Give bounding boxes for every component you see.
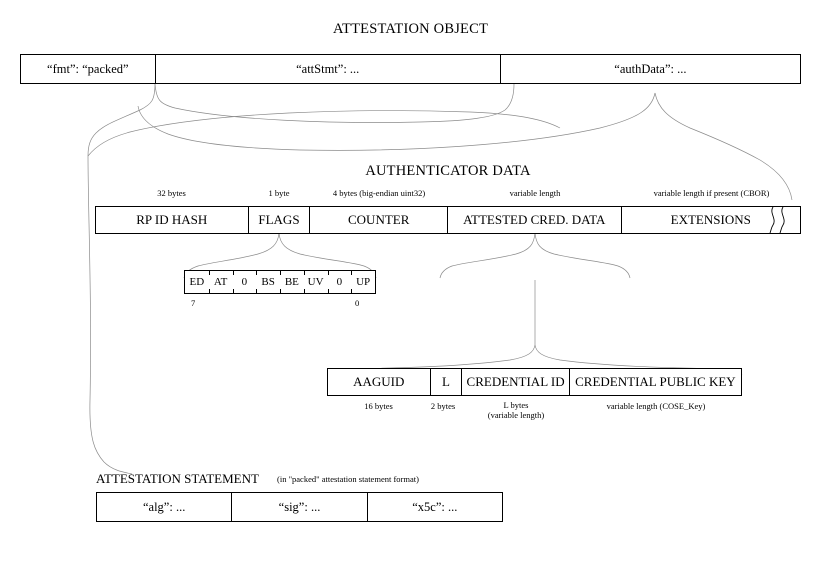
field-label: RP ID HASH	[136, 212, 208, 227]
authenticator-data-title: AUTHENTICATOR DATA	[365, 163, 531, 179]
field-label: “sig”: ...	[278, 499, 321, 514]
attested-credential-data-size-aaguid: 16 bytes	[364, 401, 393, 411]
field-label: L	[441, 374, 450, 389]
attestation-statement-row: “alg”: ... “sig”: ... “x5c”: ...	[96, 492, 503, 522]
flag-label: 0	[336, 276, 343, 288]
attested-credential-data-row: AAGUID L CREDENTIAL ID CREDENTIAL PUBLIC…	[327, 368, 742, 396]
attested-credential-data-size-credential-public-key: variable length (COSE_Key)	[606, 401, 706, 411]
flag-bit-at[interactable]: AT	[208, 271, 233, 293]
attestation-object-field-authdata[interactable]: “authData”: ...	[501, 55, 800, 83]
flag-bit-be[interactable]: BE	[280, 271, 304, 293]
attestation-object-row: “fmt”: “packed” “attStmt”: ... “authData…	[20, 54, 801, 84]
authenticator-data-field-extensions[interactable]: EXTENSIONS	[622, 207, 800, 233]
authenticator-data-size-flags: 1 byte	[268, 188, 290, 198]
size-line-2: (variable length)	[487, 409, 545, 420]
field-label: EXTENSIONS	[670, 212, 751, 227]
flag-label: ED	[189, 276, 205, 288]
field-label: CREDENTIAL ID	[466, 374, 565, 389]
flag-label: BE	[284, 276, 299, 288]
attestation-statement-field-sig[interactable]: “sig”: ...	[232, 493, 368, 521]
field-label: “x5c”: ...	[412, 499, 458, 514]
flag-label: 0	[241, 276, 248, 288]
authenticator-data-field-attested-cred-data[interactable]: ATTESTED CRED. DATA	[448, 207, 622, 233]
field-label: COUNTER	[348, 212, 410, 227]
flag-bit-ed[interactable]: ED	[185, 271, 209, 293]
field-label: ATTESTED CRED. DATA	[463, 212, 606, 227]
authenticator-data-size-counter: 4 bytes (big-endian uint32)	[332, 188, 426, 198]
field-label: CREDENTIAL PUBLIC KEY	[575, 374, 736, 389]
attestation-statement-field-x5c[interactable]: “x5c”: ...	[368, 493, 502, 521]
authenticator-data-field-flags[interactable]: FLAGS	[249, 207, 311, 233]
attestation-object-field-attstmt[interactable]: “attStmt”: ...	[156, 55, 501, 83]
authenticator-data-row: RP ID HASH FLAGS COUNTER ATTESTED CRED. …	[95, 206, 801, 234]
attested-credential-data-field-credential-id[interactable]: CREDENTIAL ID	[462, 369, 570, 395]
field-label: “fmt”: “packed”	[47, 61, 129, 76]
flag-bit-uv[interactable]: UV	[303, 271, 328, 293]
field-label: FLAGS	[258, 212, 300, 227]
attested-credential-data-field-credential-public-key[interactable]: CREDENTIAL PUBLIC KEY	[570, 369, 741, 395]
diagram-title: ATTESTATION OBJECT	[332, 21, 489, 37]
flags-byte-row: ED AT 0 BS BE UV 0 UP	[184, 270, 376, 294]
authenticator-data-field-rp-id-hash[interactable]: RP ID HASH	[96, 207, 249, 233]
flag-bit-rfu1[interactable]: 0	[327, 271, 352, 293]
field-label: AAGUID	[353, 374, 405, 389]
field-label: “authData”: ...	[614, 61, 687, 76]
authenticator-data-size-extensions: variable length if present (CBOR)	[653, 188, 770, 198]
authenticator-data-field-counter[interactable]: COUNTER	[310, 207, 448, 233]
attestation-object-field-fmt[interactable]: “fmt”: “packed”	[21, 55, 156, 83]
flag-label: UP	[356, 276, 371, 288]
size-line-1: L bytes	[503, 400, 529, 410]
flag-bit-rfu2[interactable]: 0	[232, 271, 257, 293]
flag-label: BS	[261, 276, 275, 288]
field-label: “alg”: ...	[142, 499, 186, 514]
flag-bit-up[interactable]: UP	[351, 271, 375, 293]
flag-label: UV	[307, 276, 324, 288]
attestation-statement-field-alg[interactable]: “alg”: ...	[97, 493, 233, 521]
flags-high-bit-index: 7	[191, 298, 196, 308]
attested-credential-data-field-aaguid[interactable]: AAGUID	[328, 369, 431, 395]
break-marks-icon	[769, 207, 785, 233]
attested-credential-data-size-l: 2 bytes	[430, 401, 456, 411]
attested-credential-data-size-credential-id: L bytes (variable length)	[462, 400, 570, 421]
flag-bit-bs[interactable]: BS	[256, 271, 280, 293]
attestation-statement-note: (in "packed" attestation statement forma…	[277, 474, 419, 484]
authenticator-data-size-attested-cred-data: variable length	[509, 188, 561, 198]
attested-credential-data-field-l[interactable]: L	[431, 369, 463, 395]
authenticator-data-size-rp-id-hash: 32 bytes	[157, 188, 186, 198]
flags-low-bit-index: 0	[355, 298, 360, 308]
attestation-statement-heading: ATTESTATION STATEMENT	[96, 471, 259, 486]
field-label: “attStmt”: ...	[296, 61, 360, 76]
flag-label: AT	[213, 276, 228, 288]
